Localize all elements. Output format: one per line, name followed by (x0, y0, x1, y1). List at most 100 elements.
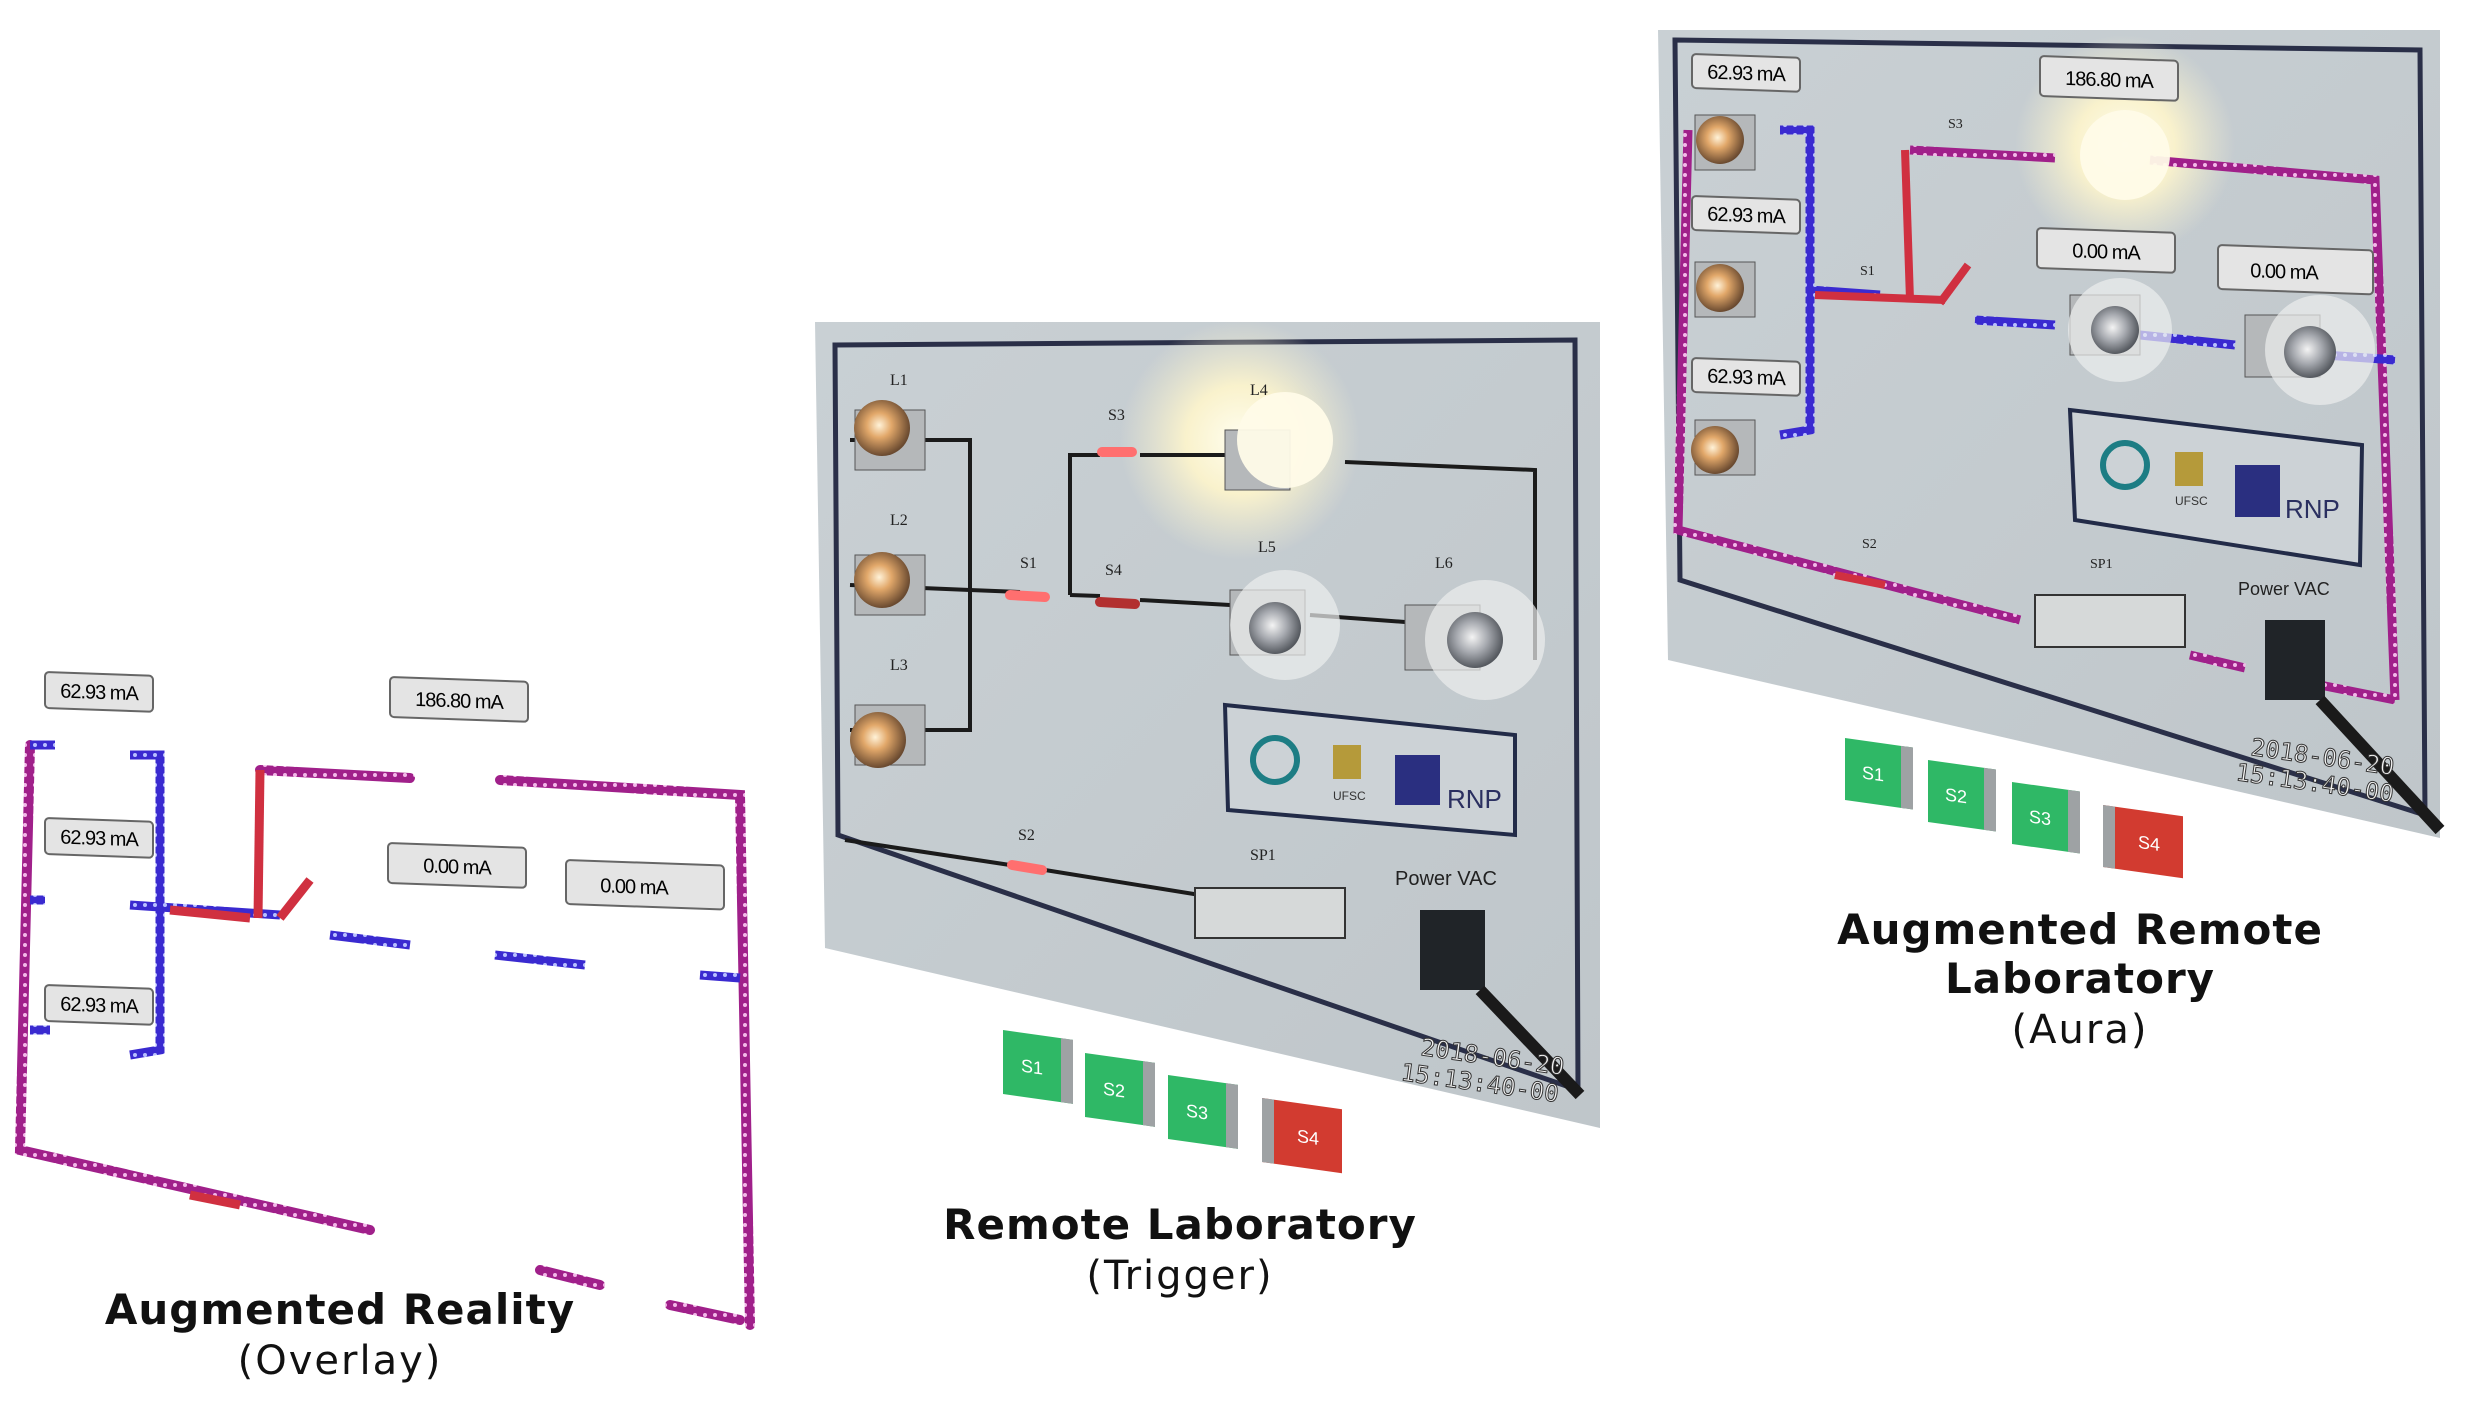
overlay-wires-blue (30, 740, 741, 1060)
overlay-wires-purple (14, 740, 755, 1330)
aura-label-power: Power VAC (2238, 579, 2330, 599)
remote-lamp-4-bulb (1237, 392, 1333, 488)
remote-logo-icon (1250, 735, 1300, 785)
aura-logo-box: UFSC RNP (2067, 407, 2365, 568)
aura-readout-6: 0.00 mA (2250, 260, 2319, 284)
remote-lamps (850, 392, 1545, 768)
aura-wires-purple (1673, 129, 2400, 705)
aura-lamps (1691, 110, 2375, 476)
remote-lamp-1-bulb (854, 400, 910, 456)
aura-label-s1: S1 (1860, 264, 1875, 279)
remote-logo-ufsc: UFSC (1333, 789, 1366, 803)
remote-label-s1: S1 (1020, 555, 1037, 572)
overlay-title: Augmented Reality (104, 1285, 576, 1334)
aura-logo-icon (2100, 440, 2150, 490)
remote-rnp-mark (1395, 755, 1440, 805)
aura-label-sp1: SP1 (2090, 557, 2113, 572)
aura-readout-5: 0.00 mA (2072, 240, 2141, 264)
svg-text:S3: S3 (1186, 1101, 1208, 1124)
aura-lamp-4-bulb (2080, 110, 2170, 200)
svg-text:S1: S1 (1021, 1056, 1043, 1079)
aura-lamp-1-bulb (1696, 116, 1744, 164)
remote-caption: Remote Laboratory (Trigger) (880, 1200, 1480, 1299)
remote-lamp-5-bulb (1249, 602, 1301, 654)
aura-power-cable (2315, 695, 2445, 835)
remote-label-s3: S3 (1108, 407, 1125, 424)
remote-button-s4[interactable]: S4 (1262, 1098, 1342, 1174)
aura-button-s4[interactable]: S4 (2103, 805, 2183, 879)
aura-rnp-mark (2235, 465, 2280, 517)
overlay-wires-red (169, 769, 314, 1210)
remote-subtitle: (Trigger) (1086, 1253, 1274, 1299)
aura-button-s3[interactable]: S3 (2012, 782, 2080, 854)
aura-ufsc-crest (2175, 452, 2203, 486)
aura-readout-2: 62.93 mA (1707, 204, 1786, 229)
aura-logo-ufsc: UFSC (2175, 494, 2208, 508)
aura-label-s2: S2 (1862, 537, 1877, 552)
overlay-readout-2: 62.93 mA (60, 827, 139, 852)
aura-lamp-3-bulb (1691, 426, 1739, 474)
aura-button-row: S1 S2 S3 S4 (1845, 738, 2183, 879)
overlay-readout-4: 186.80 mA (415, 689, 504, 714)
aura-button-s2[interactable]: S2 (1928, 760, 1996, 832)
aura-readout-3: 62.93 mA (1707, 366, 1786, 391)
remote-label-power: Power VAC (1395, 868, 1497, 890)
remote-label-l5: L5 (1258, 539, 1276, 556)
remote-lab-panel: L1 L2 L3 L4 L5 L6 S1 S2 S3 S4 SP1 Power … (815, 320, 1600, 1174)
remote-label-l2: L2 (890, 512, 908, 529)
remote-button-s2[interactable]: S2 (1085, 1053, 1155, 1127)
aura-lamp-2-bulb (1696, 264, 1744, 312)
aura-readouts: 62.93 mA 62.93 mA 62.93 mA 186.80 mA 0.0… (1691, 53, 2374, 397)
remote-power-cable (1475, 985, 1585, 1100)
remote-sp1-switch (1194, 887, 1346, 939)
aura-readout-1: 62.93 mA (1707, 62, 1786, 87)
aura-component-labels: S1 S2 S3 SP1 Power VAC (1860, 117, 2330, 599)
remote-label-l4: L4 (1250, 382, 1268, 399)
svg-text:S4: S4 (1297, 1126, 1319, 1149)
remote-lamp-2-bulb (854, 552, 910, 608)
aura-lamp-6-bulb (2284, 326, 2336, 378)
aura-panel: S1 S2 S3 SP1 Power VAC UFSC RNP 62.93 mA… (1658, 30, 2445, 879)
svg-text:S4: S4 (2138, 832, 2160, 855)
svg-text:S2: S2 (1945, 784, 1967, 807)
aura-subtitle: (Aura) (2011, 1007, 2149, 1053)
remote-title: Remote Laboratory (943, 1200, 1417, 1249)
overlay-subtitle: (Overlay) (237, 1338, 443, 1384)
aura-readout-4: 186.80 mA (2065, 68, 2154, 93)
remote-label-l6: L6 (1435, 555, 1453, 572)
overlay-readout-5: 0.00 mA (423, 855, 492, 879)
remote-power-socket (1420, 910, 1485, 990)
aura-label-s3: S3 (1948, 117, 1963, 132)
aura-sp1-switch (2034, 594, 2186, 648)
svg-text:S3: S3 (2029, 806, 2051, 829)
remote-button-s3[interactable]: S3 (1168, 1075, 1238, 1149)
remote-lamp-6-bulb (1447, 612, 1503, 668)
remote-label-s4: S4 (1105, 562, 1122, 579)
svg-text:S2: S2 (1103, 1079, 1125, 1102)
remote-label-sp1: SP1 (1250, 847, 1276, 864)
remote-logo-box: UFSC RNP (1222, 702, 1517, 838)
aura-title: Augmented Remote Laboratory (1837, 905, 2323, 1003)
remote-label-l1: L1 (890, 372, 908, 389)
remote-logo-rnp: RNP (1447, 784, 1502, 814)
overlay-caption: Augmented Reality (Overlay) (60, 1285, 620, 1384)
overlay-readout-1: 62.93 mA (60, 681, 139, 706)
remote-switches (1005, 447, 1140, 875)
aura-lamp-5-bulb (2091, 306, 2139, 354)
aura-power-socket (2265, 620, 2325, 700)
overlay-readouts: 62.93 mA 62.93 mA 62.93 mA 186.80 mA 0.0… (44, 671, 725, 1026)
remote-button-row: S1 S2 S3 S4 (1003, 1030, 1342, 1174)
remote-label-l3: L3 (890, 657, 908, 674)
overlay-readout-6: 0.00 mA (600, 875, 669, 899)
overlay-circuit: 62.93 mA 62.93 mA 62.93 mA 186.80 mA 0.0… (14, 671, 755, 1330)
remote-ufsc-crest (1333, 745, 1361, 779)
aura-wires-red (1814, 149, 1972, 589)
remote-component-labels: L1 L2 L3 L4 L5 L6 S1 S2 S3 S4 SP1 Power … (890, 372, 1497, 890)
remote-panel-board (815, 322, 1600, 1128)
overlay-readout-3: 62.93 mA (60, 994, 139, 1019)
aura-button-s1[interactable]: S1 (1845, 738, 1913, 810)
remote-button-s1[interactable]: S1 (1003, 1030, 1073, 1104)
remote-lamp-3-bulb (850, 712, 906, 768)
remote-label-s2: S2 (1018, 827, 1035, 844)
